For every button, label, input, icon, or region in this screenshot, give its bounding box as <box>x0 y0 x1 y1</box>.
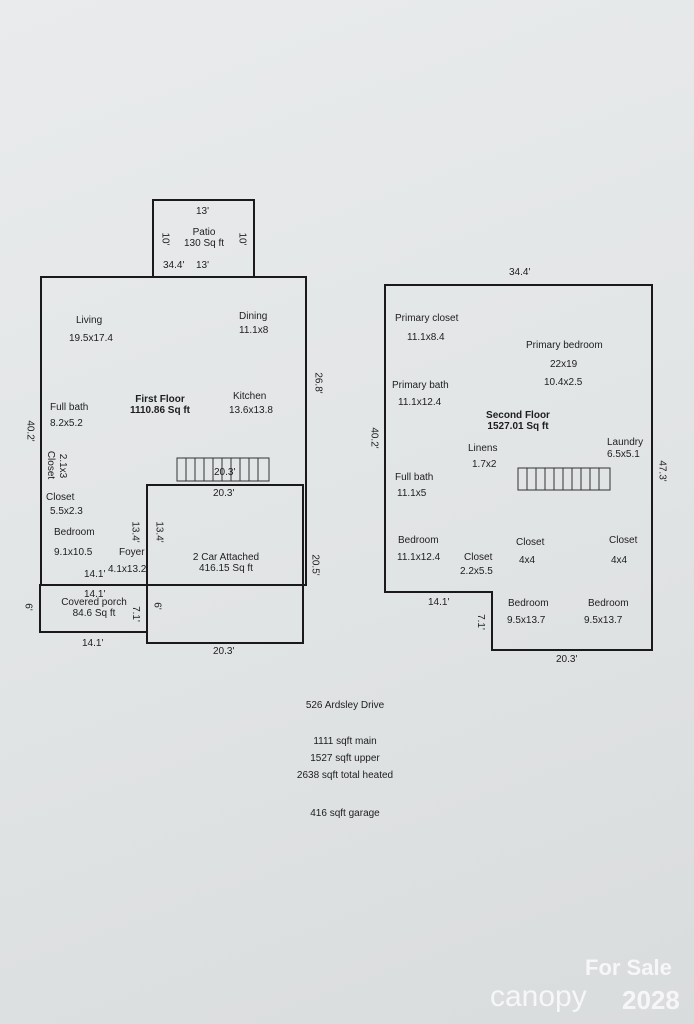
second-floor-dim-bottom: 20.3' <box>556 654 578 665</box>
room-closet-4-name: Closet <box>609 535 638 546</box>
room-dining-size: 11.1x8 <box>239 325 269 336</box>
room-closet-name: Closet <box>46 492 75 503</box>
room-laundry-name: Laundry <box>607 437 644 448</box>
room-bedroom-size: 9.1x10.5 <box>54 547 93 558</box>
porch-dim-left: 6' <box>22 603 34 611</box>
patio-label: Patio <box>192 227 216 238</box>
porch-dim-right: 6' <box>151 602 163 610</box>
garage-dim-vertical: 13.4' <box>153 521 165 543</box>
second-floor-area: 1527.01 Sq ft <box>487 421 549 432</box>
room-foyer-name: Foyer <box>119 547 145 558</box>
room-primary-bedroom-size2: 10.4x2.5 <box>544 377 583 388</box>
bedroom-dim-bottom: 14.1' <box>84 569 106 580</box>
patio-dim-right: 10' <box>236 232 248 246</box>
patio-dim-top: 13' <box>196 206 210 217</box>
watermark-canopy-logo: canopy <box>490 980 587 1013</box>
porch-label: Covered porch <box>61 597 127 608</box>
second-floor-dim-right: 47.3' <box>656 460 668 482</box>
garage-dim-bottom: 20.3' <box>213 646 235 657</box>
porch-outline <box>39 584 148 633</box>
room-closet-2-name: Closet <box>464 552 493 563</box>
room-kitchen-name: Kitchen <box>233 391 267 402</box>
garage-area: 416.15 Sq ft <box>199 563 253 574</box>
first-floor-outline <box>40 276 307 586</box>
room-closet-3-name: Closet <box>516 537 545 548</box>
room-primary-bath-size: 11.1x12.4 <box>398 397 442 408</box>
first-floor-area: 1110.86 Sq ft <box>129 405 191 416</box>
room-full-bath-2-name: Full bath <box>395 472 434 483</box>
room-full-bath-name: Full bath <box>50 402 89 413</box>
room-closet-small-size: 2.1x3 <box>57 453 69 479</box>
second-floor-notch-vertical: 7.1' <box>474 614 486 630</box>
room-bedroom-4-size: 9.5x13.7 <box>584 615 623 626</box>
room-primary-bath-name: Primary bath <box>392 380 449 391</box>
room-full-bath-size: 8.2x5.2 <box>50 418 83 429</box>
note-garage-sqft: 416 sqft garage <box>310 808 380 819</box>
room-bedroom-3-size: 9.5x13.7 <box>507 615 546 626</box>
room-primary-bedroom-name: Primary bedroom <box>526 340 603 351</box>
garage-dim-top: 20.3' <box>213 488 235 499</box>
room-closet-size: 5.5x2.3 <box>50 506 83 517</box>
watermark-for-sale: For Sale <box>585 955 672 980</box>
second-floor-dim-top: 34.4' <box>509 267 531 278</box>
room-laundry-size: 6.5x5.1 <box>607 449 640 460</box>
address: 526 Ardsley Drive <box>305 700 385 711</box>
stair-dim: 20.3' <box>214 467 236 478</box>
second-floor-stairs <box>517 467 611 491</box>
porch-area: 84.6 Sq ft <box>72 608 116 619</box>
garage-label: 2 Car Attached <box>192 552 260 563</box>
room-dining-name: Dining <box>239 311 268 322</box>
first-floor-dim-left: 40.2' <box>24 420 36 442</box>
room-foyer-size: 4.1x13.2 <box>108 564 147 575</box>
room-linens-size: 1.7x2 <box>472 459 497 470</box>
porch-dim-top: 14.1' <box>84 589 106 600</box>
first-floor-title: First Floor <box>135 394 185 405</box>
garage-dim-right: 20.5' <box>309 554 321 576</box>
room-closet-4-size: 4x4 <box>611 555 628 566</box>
room-living-size: 19.5x17.4 <box>69 333 113 344</box>
room-bedroom-name: Bedroom <box>54 527 95 538</box>
second-floor-notch-dim: 14.1' <box>428 597 450 608</box>
room-closet-2-size: 2.2x5.5 <box>460 566 493 577</box>
patio-area: 130 Sq ft <box>183 238 225 249</box>
porch-dim-vertical: 7.1' <box>129 606 141 622</box>
first-floor-dim-right: 26.8' <box>312 372 324 394</box>
room-bedroom-2-size: 11.1x12.4 <box>397 552 441 563</box>
room-bedroom-2-name: Bedroom <box>398 535 439 546</box>
room-full-bath-2-size: 11.1x5 <box>397 488 427 499</box>
note-total-sqft: 2638 sqft total heated <box>296 770 394 781</box>
watermark-year: 2028 <box>622 985 680 1015</box>
note-upper-sqft: 1527 sqft upper <box>310 753 380 764</box>
room-closet-3-size: 4x4 <box>519 555 536 566</box>
room-closet-small-name: Closet <box>45 450 57 480</box>
second-floor-outline <box>384 284 653 651</box>
bedroom-dim-vertical: 13.4' <box>129 521 141 543</box>
room-bedroom-3-name: Bedroom <box>508 598 549 609</box>
second-floor-dim-left: 40.2' <box>368 427 380 449</box>
patio-dim-left: 10' <box>159 232 171 246</box>
second-floor-title: Second Floor <box>486 410 550 421</box>
patio-dim-bottom: 13' <box>196 260 210 271</box>
porch-dim-bottom: 14.1' <box>82 638 104 649</box>
room-primary-bedroom-size: 22x19 <box>550 359 578 370</box>
first-floor-stairs <box>176 457 270 482</box>
room-living-name: Living <box>76 315 103 326</box>
first-floor-dim-top: 34.4' <box>163 260 185 271</box>
room-primary-closet-size: 11.1x8.4 <box>407 332 445 343</box>
room-bedroom-4-name: Bedroom <box>588 598 629 609</box>
room-linens-name: Linens <box>468 443 498 454</box>
garage-outline <box>146 484 304 644</box>
room-primary-closet-name: Primary closet <box>395 313 459 324</box>
room-kitchen-size: 13.6x13.8 <box>229 405 273 416</box>
note-main-sqft: 1111 sqft main <box>313 736 377 747</box>
